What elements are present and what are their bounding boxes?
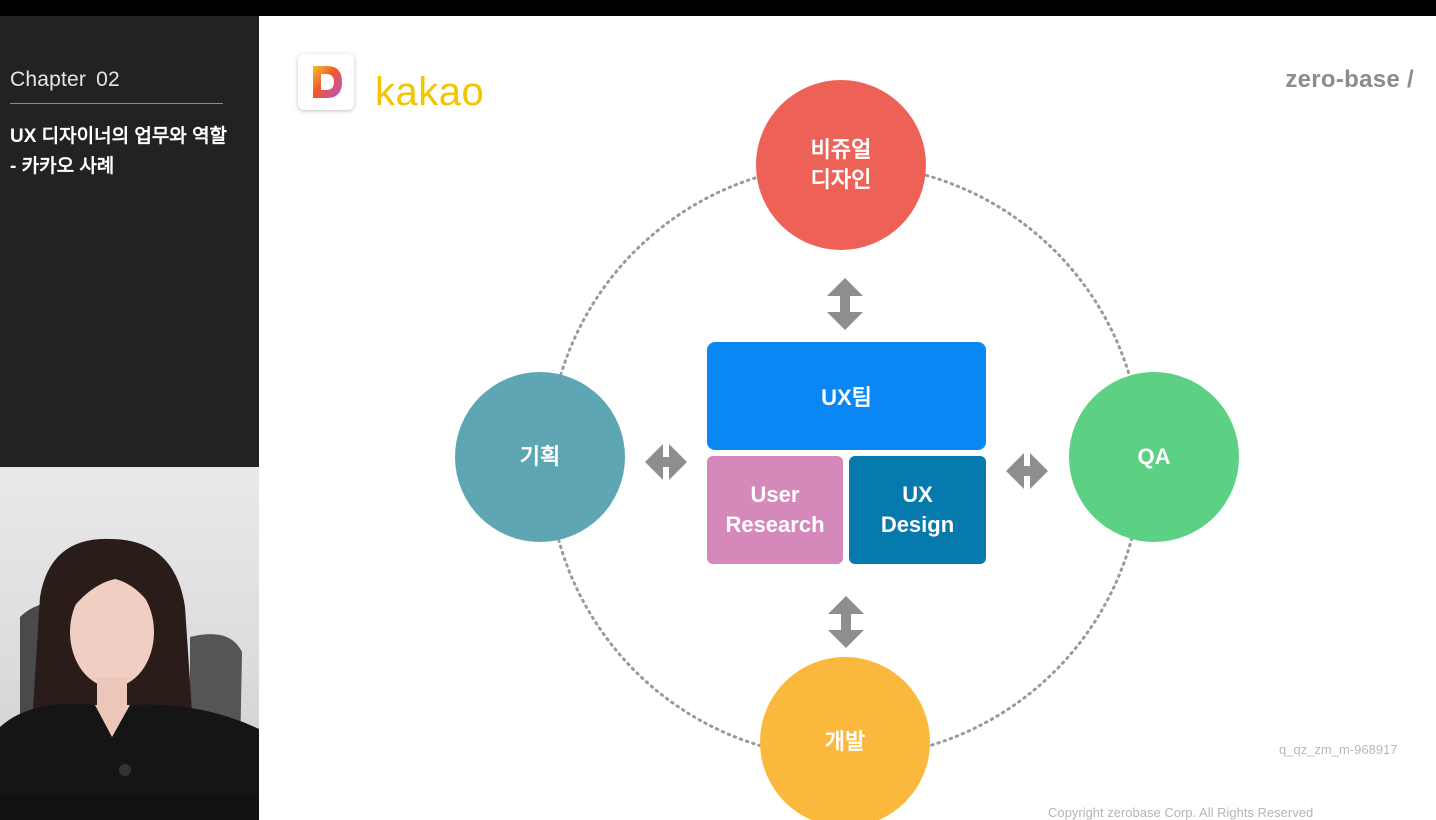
webcam-footer-bar — [0, 795, 259, 820]
top-black-bar — [0, 0, 1436, 16]
d-logo-icon — [313, 66, 342, 98]
arrow-visual-to-team — [827, 278, 863, 330]
watermark-id: q_qz_zm_m-968917 — [1279, 742, 1398, 757]
ux-team-box: UX팀 — [707, 342, 986, 450]
chapter-number: 02 — [96, 68, 120, 91]
node-planning: 기획 — [455, 372, 625, 542]
brand-name: kakao — [375, 70, 485, 114]
chapter-label: Chapter — [10, 68, 87, 91]
arrow-team-to-qa — [1006, 453, 1048, 489]
arrow-plan-to-team — [645, 444, 687, 480]
presenter-webcam — [0, 467, 259, 795]
user-research-box: User Research — [707, 456, 843, 564]
app-logo — [298, 54, 354, 110]
chapter-divider — [10, 103, 223, 104]
lecture-subtitle: - 카카오 사례 — [10, 156, 115, 177]
node-qa: QA — [1069, 372, 1239, 542]
lecture-sidebar: Chapter 02 UX 디자이너의 업무와 역할 - 카카오 사례 — [0, 16, 259, 467]
lecture-title: UX 디자이너의 업무와 역할 — [10, 126, 228, 147]
node-development: 개발 — [760, 657, 930, 820]
presenter-image — [0, 538, 259, 795]
node-visual-design: 비쥬얼 디자인 — [756, 80, 926, 250]
chapter-heading: Chapter 02 — [10, 68, 120, 92]
presentation-slide: kakao zero-base / 비쥬얼 디자인 기획 QA 개발 UX팀 U… — [259, 16, 1436, 820]
ux-design-box: UX Design — [849, 456, 986, 564]
arrow-team-to-dev — [828, 596, 864, 648]
zerobase-logo: zero-base / — [1285, 66, 1414, 93]
copyright-notice: Copyright zerobase Corp. All Rights Rese… — [1048, 805, 1314, 820]
